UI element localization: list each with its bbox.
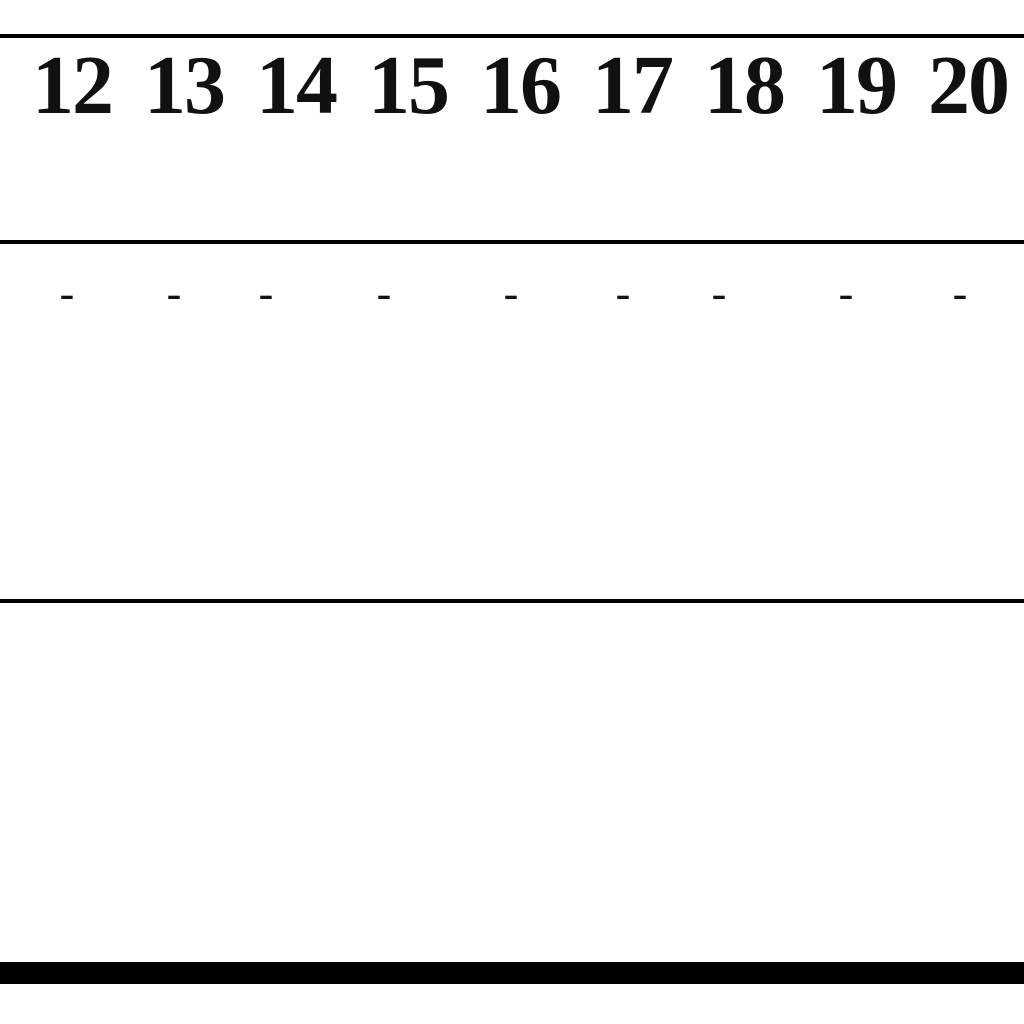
table-bottom-rule — [0, 962, 1024, 984]
table-top-rule — [0, 34, 1024, 38]
column-header-16: 16 — [480, 39, 562, 132]
table-cell-20: - — [952, 269, 968, 318]
table-cell-13: - — [166, 269, 182, 318]
section-rule — [0, 599, 1024, 603]
table-cell-18: - — [711, 269, 727, 318]
column-header-13: 13 — [144, 39, 226, 132]
column-header-12: 12 — [32, 39, 114, 132]
table-cell-19: - — [838, 269, 854, 318]
table-cell-12: - — [59, 269, 75, 318]
header-rule — [0, 240, 1024, 244]
column-header-19: 19 — [816, 39, 898, 132]
column-header-15: 15 — [368, 39, 450, 132]
column-header-20: 20 — [928, 39, 1010, 132]
column-header-18: 18 — [704, 39, 786, 132]
column-header-17: 17 — [592, 39, 674, 132]
table-cell-17: - — [615, 269, 631, 318]
table-cell-16: - — [503, 269, 519, 318]
column-header-14: 14 — [256, 39, 338, 132]
table-cell-14: - — [258, 269, 274, 318]
table-cell-15: - — [376, 269, 392, 318]
